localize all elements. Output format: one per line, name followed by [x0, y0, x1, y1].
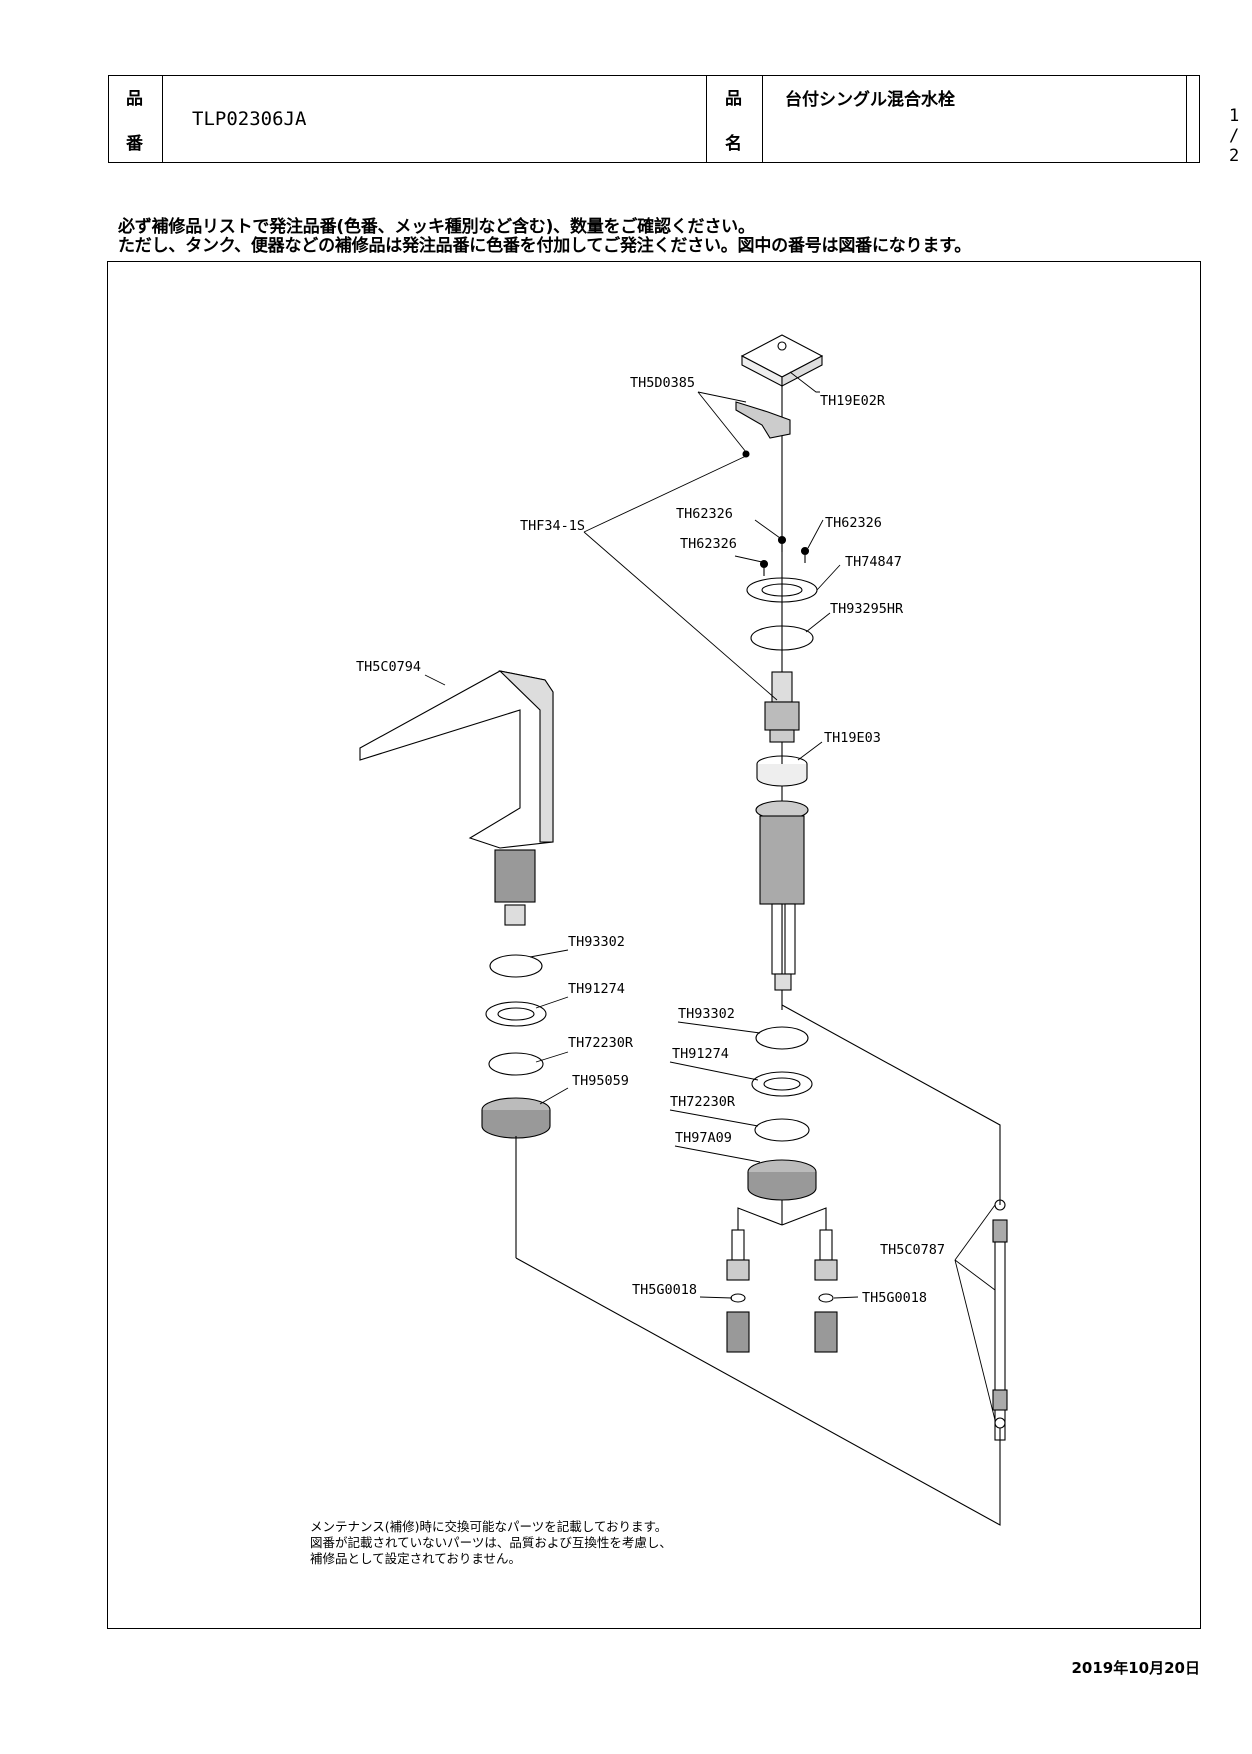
- note-line-2: ただし、タンク、便器などの補修品は発注品番に色番を付加してご発注ください。図中の…: [118, 236, 972, 256]
- label-TH93302-body: TH93302: [678, 1006, 735, 1022]
- label-TH62326-top: TH62326: [676, 506, 733, 522]
- header-table: 品 番 TLP02306JA 品 名 台付シングル混合水栓 1 / 2: [108, 75, 1239, 166]
- footnote-line-2: 図番が記載されていないパーツは、品質および互換性を考慮し、: [310, 1535, 672, 1550]
- label-TH91274-spout: TH91274: [568, 981, 625, 997]
- label-TH95059: TH95059: [572, 1073, 629, 1089]
- label-TH97A09: TH97A09: [675, 1130, 732, 1146]
- label-TH19E02R: TH19E02R: [820, 393, 886, 409]
- label-THF34-1S: THF34-1S: [520, 518, 585, 534]
- label-TH5D0385: TH5D0385: [630, 375, 695, 391]
- note-line-1: 必ず補修品リストで発注品番(色番、メッキ種別など含む)、数量をご確認ください。: [118, 217, 755, 237]
- page-number: 1 / 2: [1229, 106, 1240, 166]
- left-supply-fitting: [726, 1229, 750, 1353]
- part-name: 台付シングル混合水栓: [785, 90, 955, 110]
- label-TH62326-right: TH62326: [825, 515, 882, 531]
- diagram-frame: [107, 261, 1201, 1629]
- part-number-cell: TLP02306JA: [163, 76, 707, 162]
- label-TH5G0018-left: TH5G0018: [632, 1282, 697, 1298]
- label-TH19E03: TH19E03: [824, 730, 881, 746]
- spout-part: [359, 670, 554, 926]
- print-date: 2019年10月20日: [1071, 1659, 1201, 1677]
- label-TH93302-spout: TH93302: [568, 934, 625, 950]
- part-number-label-2: 番: [126, 134, 143, 154]
- part-name-label-cell: 品 名: [707, 76, 763, 162]
- footnote-line-3: 補修品として設定されておりません。: [310, 1551, 522, 1566]
- label-TH5G0018-right: TH5G0018: [862, 1290, 927, 1306]
- flexible-hose-part: [992, 1199, 1008, 1441]
- label-TH62326-left: TH62326: [680, 536, 737, 552]
- label-TH74847: TH74847: [845, 554, 902, 570]
- label-TH5C0787: TH5C0787: [880, 1242, 945, 1258]
- label-TH72230R-body: TH72230R: [670, 1094, 736, 1110]
- part-name-cell: 台付シングル混合水栓: [763, 76, 1187, 162]
- part-number-label-1: 品: [126, 89, 143, 109]
- label-TH5C0794: TH5C0794: [356, 659, 421, 675]
- footnote-line-1: メンテナンス(補修)時に交換可能なパーツを記載しております。: [310, 1519, 668, 1534]
- part-name-label-2: 名: [725, 134, 742, 154]
- set-screw-part: [742, 450, 750, 458]
- lever-handle-part: [735, 401, 791, 439]
- right-supply-fitting: [814, 1229, 838, 1353]
- page-cell: 1 / 2: [1187, 76, 1239, 166]
- body-nut-part: [747, 1159, 817, 1201]
- part-number: TLP02306JA: [192, 108, 307, 130]
- part-number-label-cell: 品 番: [109, 76, 163, 162]
- part-name-label-1: 品: [725, 89, 742, 109]
- spout-nut-part: [481, 1097, 551, 1139]
- o-ring-part: [750, 625, 814, 651]
- label-TH72230R-spout: TH72230R: [568, 1035, 634, 1051]
- body-column-part: [755, 800, 809, 991]
- label-TH93295HR: TH93295HR: [830, 601, 904, 617]
- cartridge-part: [764, 671, 800, 743]
- label-TH91274-body: TH91274: [672, 1046, 729, 1062]
- handle-cap-part: [740, 334, 824, 387]
